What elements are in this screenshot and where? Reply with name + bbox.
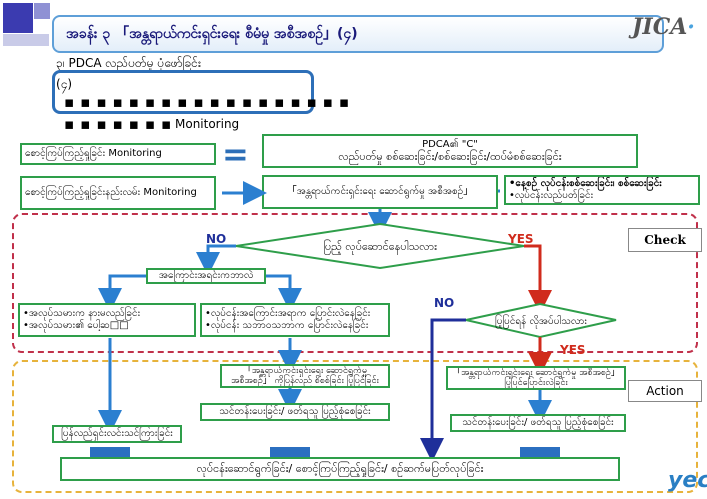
chevron-left: [90, 447, 130, 457]
decision-1-text: ပြည့် လုပ်ဆောင်နေပါသလား: [323, 240, 437, 253]
cause-box: အကြောင်းအရင်းကဘာလဲ: [146, 268, 266, 284]
decision-diamond-2: [465, 302, 617, 339]
decor-square-1: [3, 3, 33, 33]
subtitle-frame: [52, 70, 314, 114]
chevron-right: [520, 447, 560, 457]
monitoring-box-1: စောင့်ကြပ်ကြည့်ရှုခြင်း Monitoring: [20, 143, 216, 165]
monitoring-word: Monitoring: [175, 117, 240, 131]
worker-cause-line-1: •အလုပ်သမားက နားမလည်ခြင်း: [23, 308, 141, 319]
dotted-line-2: ▪▪▪▪▪▪▪: [64, 115, 178, 133]
no-label-1: NO: [206, 232, 227, 246]
daily-check-line-1: •နေ့စဉ် လုပ်ငန်းစစ်ဆေးခြင်း၊ စစ်ဆေးခြင်း: [509, 178, 662, 189]
work-cause-box: •လုပ်ငန်းအကြောင်းအရာက ပြောင်းလဲနေခြင်း •…: [200, 303, 390, 337]
daily-check-box: •နေ့စဉ် လုပ်ငန်းစစ်ဆေးခြင်း၊ စစ်ဆေးခြင်း…: [504, 175, 700, 205]
work-cause-line-2: •လုပ်ငန်း သဘာဝသဘာက ပြောင်းလဲနေခြင်း: [205, 320, 369, 331]
jica-logo: JICA·: [632, 14, 695, 44]
plan-review-box: 「အန္တရာယ်ကင်းရှင်းရေး ဆောင်ရွက်မှု အစီအစ…: [220, 364, 390, 388]
subtitle-line-1: ၃၊ PDCA လည်ပတ်မှု ပုံဖော်ခြင်း: [56, 56, 202, 70]
footer-logo: yec: [668, 468, 707, 493]
arrow-yes-1: [524, 244, 552, 314]
decision-2-text: ပြုပြင်ရန် လိုအပ်ပါသလား: [495, 316, 587, 327]
jica-logo-text: JICA: [632, 14, 688, 40]
slide-title: အခန်း ၃ 「အန္တရာယ်ကင်းရှင်းရေး စီမံမှု အစ…: [52, 15, 664, 53]
chevron-mid: [270, 447, 310, 457]
check-region: [12, 213, 698, 353]
logo-dot-icon: ·: [687, 14, 695, 40]
worker-cause-box: •အလုပ်သမားက နားမလည်ခြင်း •အလုပ်သမား၏ ပေါ…: [18, 303, 196, 337]
plan-revise-box: 「အန္တရာယ်ကင်းရှင်းရေး ဆောင်ရွက်မှု အစီအစ…: [446, 366, 626, 390]
arrow-cause-right: [262, 274, 302, 312]
arrow-no-2: [420, 318, 466, 462]
check-label: Check: [628, 228, 702, 252]
training-box-left: သင်တန်းပေးခြင်း/ ဖတ်ရသူ ပြည့်စုံစေခြင်း: [200, 403, 390, 421]
monitoring-box-2: စောင့်ကြပ်ကြည့်ရှုခြင်းနည်းလမ်း Monitori…: [20, 176, 216, 210]
retrain-box: ပြန်လည်ရှင်းလင်းသင်ကြားခြင်း: [52, 425, 182, 443]
dotted-line-1: ▪▪▪▪▪▪▪▪▪▪▪▪▪▪▪▪▪▪: [64, 93, 355, 111]
arrow-no-1: [196, 244, 236, 276]
daily-check-line-2: •လုပ်ငန်းလည်ပတ်ခြင်း: [509, 190, 594, 201]
work-cause-line-1: •လုပ်ငန်းအကြောင်းအရာက ပြောင်းလဲနေခြင်း: [205, 308, 371, 319]
pdca-c-box: PDCA၏ "C" လည်ပတ်မှု စစ်ဆေးခြင်း/စစ်ဆေးခြ…: [262, 134, 638, 168]
pdca-c-line-1: PDCA၏ "C": [422, 139, 478, 150]
bottom-process-box: လုပ်ငန်းဆောင်ရွက်ခြင်း/ စောင့်ကြပ်ကြည့်ရ…: [60, 457, 620, 481]
action-label: Action: [628, 380, 702, 402]
pdca-c-line-2: လည်ပတ်မှု စစ်ဆေးခြင်း/စစ်ဆေးခြင်း/ထပ်မံစ…: [338, 150, 562, 163]
training-box-right: သင်တန်းပေးခြင်း/ ဖတ်ရသူ ပြည့်စုံစေခြင်း: [450, 414, 626, 432]
subtitle-line-2: (၄): [56, 77, 73, 91]
no-label-2: NO: [434, 296, 455, 310]
decor-square-3: [34, 3, 50, 19]
yes-label-1: YES: [508, 232, 534, 246]
decor-square-2: [3, 34, 49, 46]
worker-cause-line-2: •အလုပ်သမား၏ ပေါ့ဆ□□: [23, 320, 129, 331]
yes-label-2: YES: [560, 343, 586, 357]
action-region: [12, 360, 698, 493]
equals-sign: =: [222, 135, 249, 173]
arrow-cause-left: [98, 274, 150, 312]
